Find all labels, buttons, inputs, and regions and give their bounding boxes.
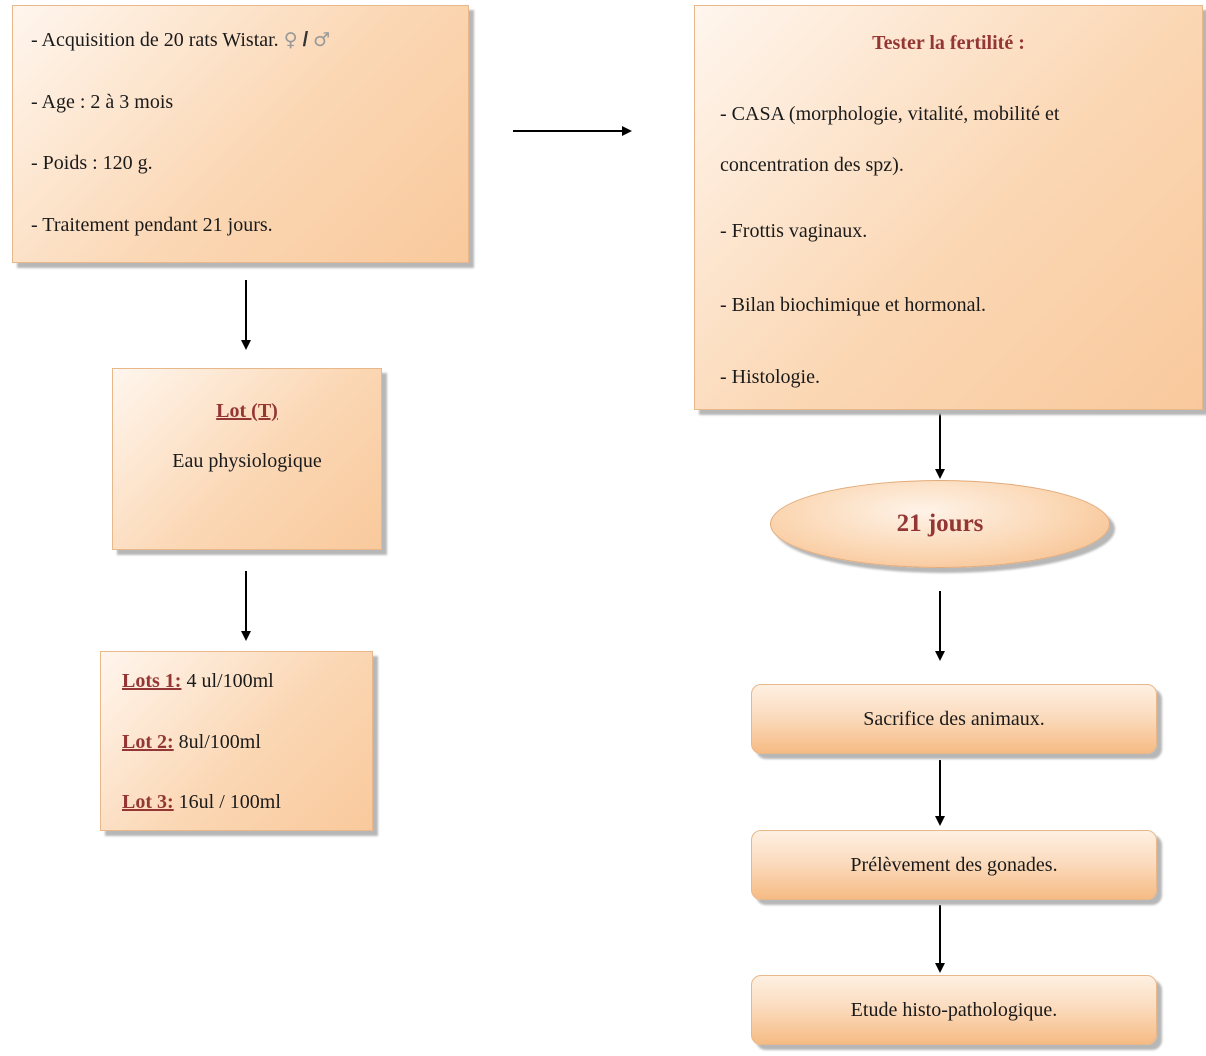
control-lot-box: Lot (T) Eau physiologique <box>112 368 382 550</box>
lot-2-line: Lot 2: 8ul/100ml <box>122 730 261 754</box>
lot-1-line: Lots 1: 4 ul/100ml <box>122 669 274 693</box>
fertility-bilan-line: - Bilan biochimique et hormonal. <box>720 294 987 316</box>
female-symbol-icon: ♀ <box>283 29 298 51</box>
acquisition-species-line: - Acquisition de 20 rats Wistar. ♀ / ♂ <box>31 28 330 52</box>
lot-3-label: Lot 3: <box>122 791 174 813</box>
acquisition-treatment-line: - Traitement pendant 21 jours. <box>31 214 273 236</box>
gender-separator: / <box>302 29 309 51</box>
acquisition-age-line: - Age : 2 à 3 mois <box>31 91 174 113</box>
lot-1-label: Lots 1: <box>122 670 182 692</box>
acquisition-box: - Acquisition de 20 rats Wistar. ♀ / ♂ -… <box>12 5 469 263</box>
control-lot-title: Lot (T) <box>216 400 278 422</box>
male-symbol-icon: ♂ <box>313 29 331 51</box>
fertility-frottis-line: - Frottis vaginaux. <box>720 220 868 242</box>
duration-label: 21 jours <box>896 510 984 537</box>
step-sacrifice-box: Sacrifice des animaux. <box>751 684 1157 754</box>
lots-dosage-box: Lots 1: 4 ul/100ml Lot 2: 8ul/100ml Lot … <box>100 651 373 831</box>
control-lot-text: Eau physiologique <box>172 450 322 472</box>
acquisition-species-text: - Acquisition de 20 rats Wistar. <box>31 29 279 51</box>
duration-ellipse: 21 jours <box>770 480 1110 568</box>
acquisition-weight-line: - Poids : 120 g. <box>31 152 153 174</box>
step-sacrifice-text: Sacrifice des animaux. <box>863 708 1045 730</box>
lot-1-value: 4 ul/100ml <box>181 670 274 692</box>
lot-3-line: Lot 3: 16ul / 100ml <box>122 790 281 814</box>
step-prelevement-text: Prélèvement des gonades. <box>850 854 1058 876</box>
fertility-casa-cont-line: concentration des spz). <box>720 154 904 176</box>
lot-2-label: Lot 2: <box>122 731 174 753</box>
fertility-title: Tester la fertilité : <box>872 32 1025 54</box>
step-etude-box: Etude histo-pathologique. <box>751 975 1157 1045</box>
step-etude-text: Etude histo-pathologique. <box>850 999 1058 1021</box>
step-prelevement-box: Prélèvement des gonades. <box>751 830 1157 900</box>
fertility-test-box: Tester la fertilité : - CASA (morphologi… <box>694 5 1203 410</box>
fertility-histologie-line: - Histologie. <box>720 366 820 388</box>
lot-3-value: 16ul / 100ml <box>173 791 281 813</box>
fertility-casa-line: - CASA (morphologie, vitalité, mobilité … <box>720 103 1060 125</box>
lot-2-value: 8ul/100ml <box>173 731 261 753</box>
